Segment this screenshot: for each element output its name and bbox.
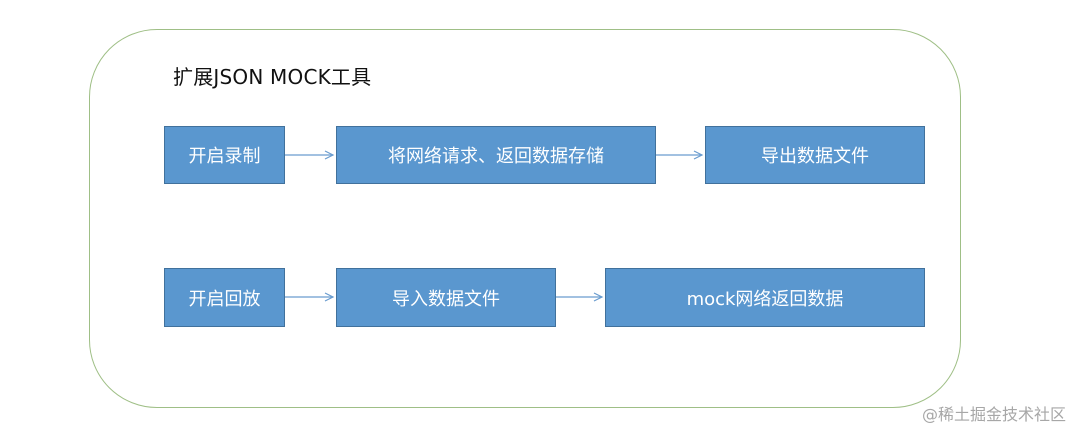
step-import-data-file: 导入数据文件 bbox=[336, 268, 556, 327]
arrowhead-1-2 bbox=[324, 150, 335, 160]
step-export-data-file: 导出数据文件 bbox=[705, 126, 925, 184]
arrowhead-4-5 bbox=[324, 292, 335, 302]
step-start-playback: 开启回放 bbox=[164, 268, 285, 327]
arrowhead-5-6 bbox=[593, 292, 604, 302]
watermark: @稀土掘金技术社区 bbox=[921, 405, 1066, 424]
diagram-title: 扩展JSON MOCK工具 bbox=[173, 65, 372, 89]
tool-container bbox=[89, 29, 961, 408]
step-mock-network-response: mock网络返回数据 bbox=[605, 268, 925, 327]
arrowhead-2-3 bbox=[693, 150, 704, 160]
step-start-recording: 开启录制 bbox=[164, 126, 285, 184]
step-store-network-data: 将网络请求、返回数据存储 bbox=[336, 126, 656, 184]
